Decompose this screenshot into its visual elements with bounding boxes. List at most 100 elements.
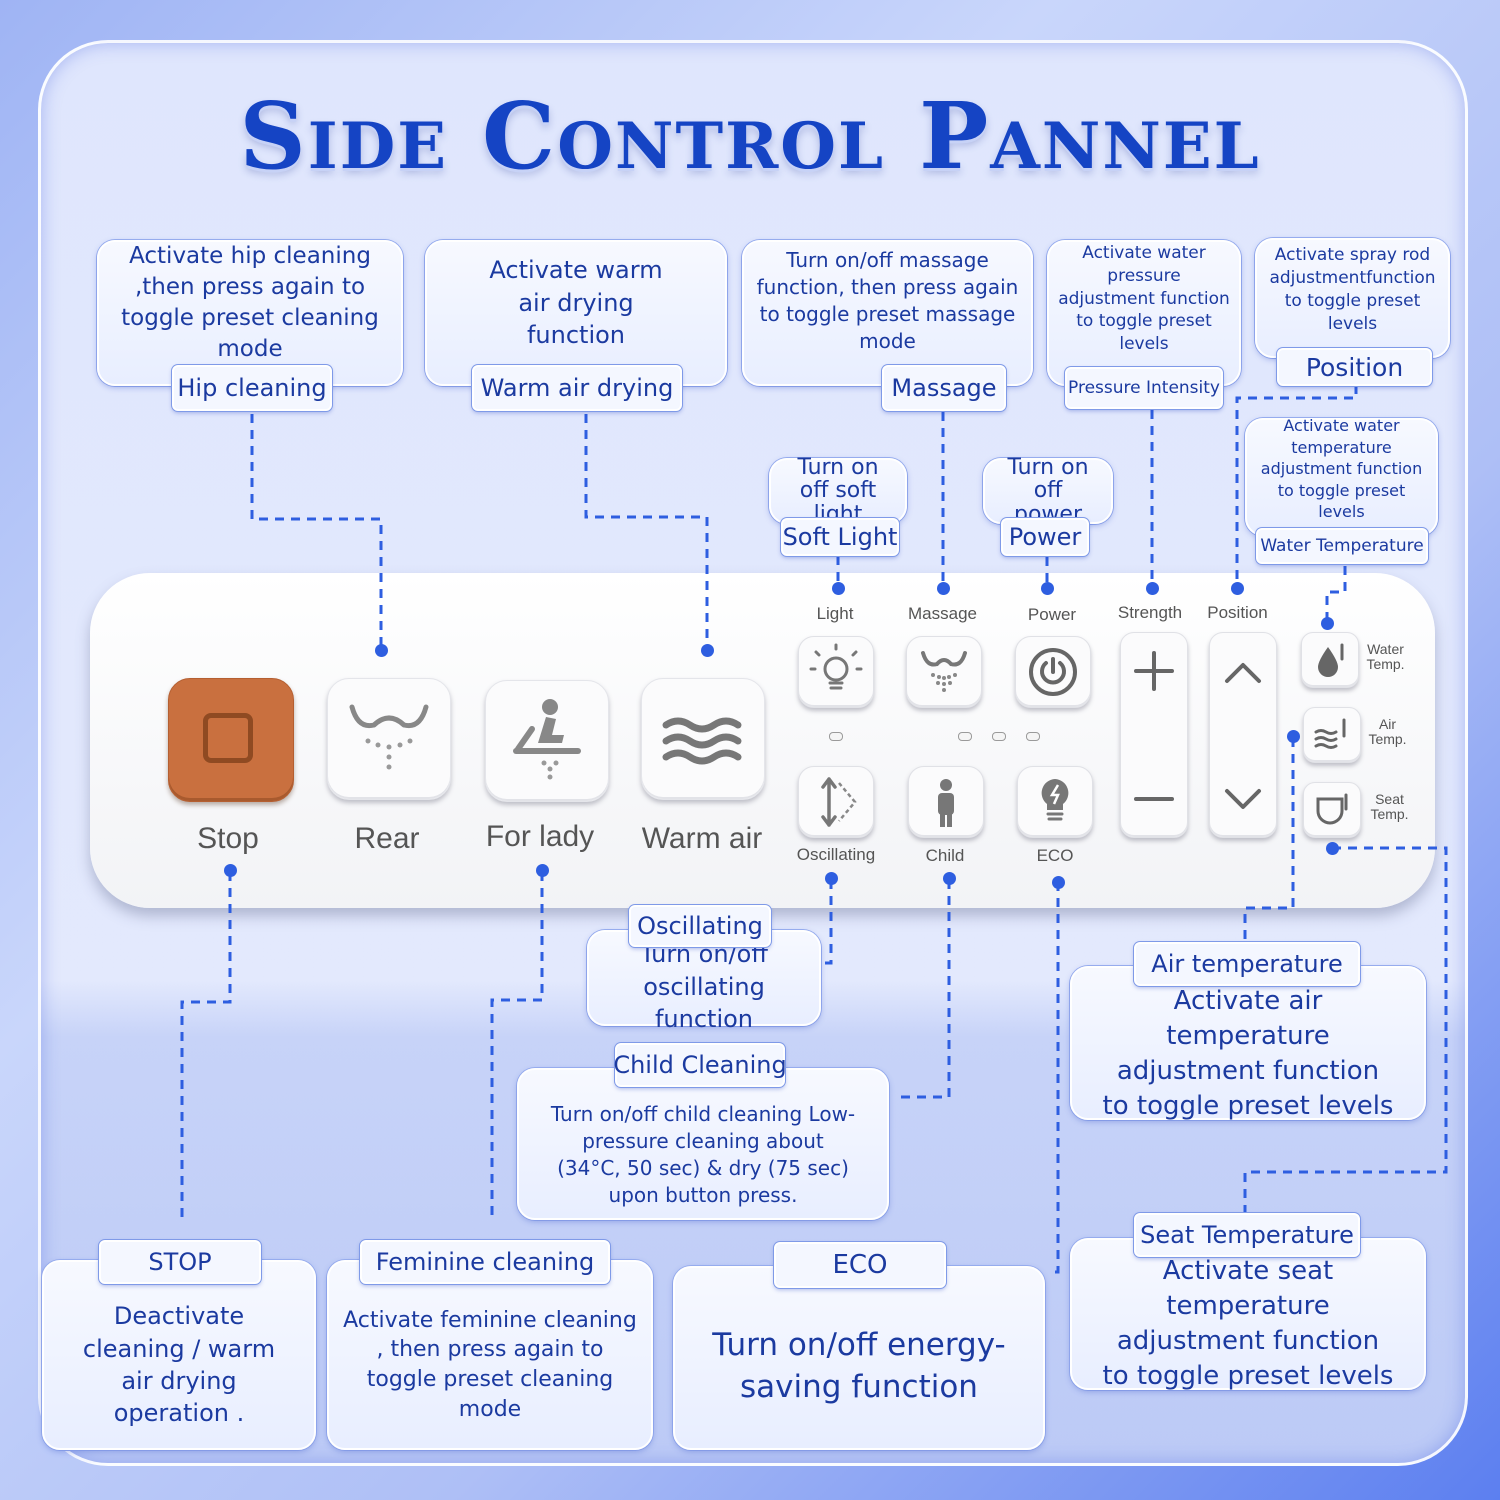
feminine-cleaning-tag: Feminine cleaning (360, 1240, 610, 1284)
power-button[interactable] (1015, 636, 1091, 708)
seat-temperature-desc: Activate seat temperature adjustment fun… (1102, 1255, 1394, 1392)
connector-dot-stop (224, 864, 237, 877)
seat-temperature-tag: Seat Temperature (1134, 1213, 1360, 1257)
position-rocker[interactable] (1209, 632, 1277, 838)
light-button[interactable] (798, 636, 874, 708)
child-cleaning-tag: Child Cleaning (613, 1043, 787, 1087)
light-bulb-icon (809, 643, 863, 690)
feminine-cleaning-desc: Activate feminine cleaning , then press … (343, 1307, 637, 1422)
oscillating-desc: Turn on/off oscillating function (640, 940, 768, 1034)
connector-dot-eco (1052, 876, 1065, 889)
power-desc: Turn on off power (1007, 455, 1089, 527)
light-led (829, 732, 843, 741)
massage-tag: Massage (882, 365, 1006, 411)
water-temp-label: Water Temp. (1366, 641, 1405, 673)
seat-temp-button[interactable] (1303, 782, 1361, 838)
air-temperature-desc: Activate air temperature adjustment func… (1102, 985, 1394, 1122)
seat-icon (1316, 793, 1348, 825)
connector-dot-for-lady (536, 864, 549, 877)
warm-air-drying-callout: Activate warm air drying function (425, 240, 727, 386)
seat-temperature-callout: Activate seat temperature adjustment fun… (1070, 1238, 1426, 1391)
water-temperature-desc: Activate water temperature adjustment fu… (1260, 416, 1423, 522)
child-icon (938, 779, 954, 827)
connector-dot-water-temp (1321, 617, 1334, 630)
child-button[interactable] (908, 766, 984, 838)
massage-led-2 (992, 732, 1006, 741)
oscillating-icon (821, 777, 857, 827)
pressure-intensity-desc: Activate water pressure adjustment funct… (1058, 242, 1230, 355)
eco-label: ECO (1036, 846, 1074, 865)
stop-callout: Deactivate cleaning / warm air drying op… (42, 1260, 316, 1450)
water-temperature-callout: Activate water temperature adjustment fu… (1245, 416, 1438, 536)
feminine-cleaning-callout: Activate feminine cleaning , then press … (327, 1260, 653, 1450)
position-tag: Position (1277, 348, 1432, 386)
air-temp-button[interactable] (1303, 707, 1361, 763)
massage-led-1 (958, 732, 972, 741)
warm-air-label: Warm air (641, 822, 763, 855)
child-cleaning-callout: Turn on/off child cleaning Low-pressure … (517, 1068, 889, 1220)
child-cleaning-desc: Turn on/off child cleaning Low-pressure … (550, 1102, 856, 1207)
connector-dot-seat-temp (1326, 842, 1339, 855)
connector-dot-child (943, 872, 956, 885)
pressure-intensity-tag: Pressure Intensity (1065, 367, 1223, 409)
air-temperature-tag: Air temperature (1134, 942, 1360, 986)
plus-minus-icon (1134, 651, 1174, 801)
lady-seated-icon (513, 699, 581, 780)
stop-tag: STOP (99, 1240, 261, 1284)
seat-temp-label: Seat Temp. (1370, 791, 1409, 823)
water-temp-button[interactable] (1301, 632, 1359, 688)
light-label: Light (816, 604, 854, 623)
air-temperature-callout: Activate air temperature adjustment func… (1070, 966, 1426, 1121)
connector-dot-strength (1146, 582, 1159, 595)
eco-tag: ECO (774, 1242, 946, 1288)
stop-button[interactable] (168, 678, 294, 802)
warm-air-icon (662, 717, 742, 765)
connector-dot-oscillating (825, 872, 838, 885)
massage-label: Massage (908, 604, 977, 623)
warm-air-drying-desc: Activate warm air drying function (489, 256, 663, 350)
connector-dot-light (832, 582, 845, 595)
power-tag: Power (1001, 518, 1089, 556)
chevron-up-down-icon (1225, 663, 1261, 809)
connector-dot-power (1041, 582, 1054, 595)
soft-light-desc: Turn on off soft light (797, 455, 879, 527)
position-callout: Activate spray rod adjustmentfunction to… (1255, 238, 1450, 358)
hip-cleaning-tag: Hip cleaning (172, 365, 332, 411)
connector-dot-massage (937, 582, 950, 595)
oscillating-tag: Oscillating (629, 905, 771, 947)
massage-icon (921, 651, 967, 692)
eco-button[interactable] (1017, 766, 1093, 838)
power-icon (1029, 648, 1077, 696)
strength-label: Strength (1117, 603, 1183, 622)
connector-dot-air-temp (1287, 730, 1300, 743)
air-temp-label: Air Temp. (1368, 716, 1407, 748)
eco-bulb-icon (1041, 779, 1069, 821)
massage-button[interactable] (906, 636, 982, 708)
strength-rocker[interactable] (1120, 632, 1188, 838)
water-drop-icon (1318, 643, 1344, 677)
massage-callout: Turn on/off massage function, then press… (742, 240, 1033, 386)
water-temperature-tag: Water Temperature (1256, 528, 1428, 564)
power-callout: Turn on off power (983, 455, 1113, 527)
warm-air-button[interactable] (641, 678, 765, 800)
page-title: Side Control Pannel (239, 82, 1261, 190)
stop-desc: Deactivate cleaning / warm air drying op… (82, 1302, 276, 1428)
hip-cleaning-desc: Activate hip cleaning ,then press again … (121, 242, 379, 363)
eco-desc: Turn on/off energy-saving function (712, 1327, 1006, 1405)
warm-air-drying-tag: Warm air drying (472, 365, 682, 411)
soft-light-tag: Soft Light (781, 518, 899, 556)
stop-label: Stop (197, 822, 259, 855)
eco-callout: Turn on/off energy-saving function (673, 1266, 1045, 1450)
oscillating-button[interactable] (798, 766, 874, 838)
rear-wash-icon (349, 704, 429, 770)
rear-button[interactable] (327, 678, 451, 800)
power-label: Power (1027, 605, 1077, 624)
connector-dot-rear (375, 644, 388, 657)
rear-label: Rear (354, 822, 420, 855)
air-temp-icon (1314, 718, 1346, 749)
oscillating-label: Oscillating (796, 845, 876, 864)
for-lady-button[interactable] (485, 680, 609, 802)
position-label: Position (1207, 603, 1268, 622)
